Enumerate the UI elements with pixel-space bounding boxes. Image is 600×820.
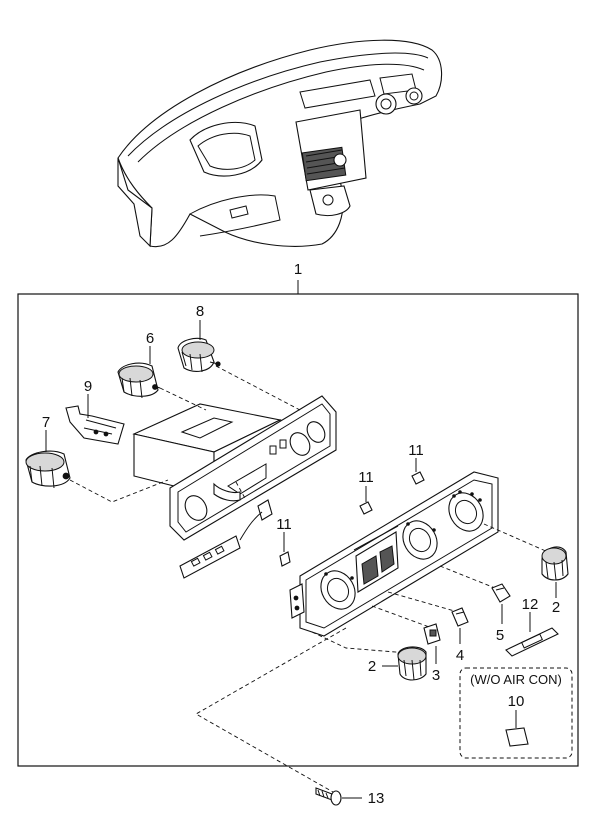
guide-3 [371,605,433,629]
callout-4: 4 [456,647,464,664]
part-8-switch [177,337,221,373]
callout-3: 3 [432,667,440,684]
callout-1: 1 [294,261,302,278]
dashboard-illustration [117,39,443,248]
variant-label: (W/O AIR CON) [470,672,562,687]
guide-4 [387,591,459,613]
guide-8 [215,365,301,411]
callout-11a: 11 [276,516,292,533]
part-6-switch [117,362,161,399]
guide-6 [159,387,207,411]
callout-5: 5 [496,627,504,644]
part-10-cap [505,727,529,747]
callout-2a: 2 [368,658,376,675]
part-9-board [65,405,125,445]
callout-10: 10 [508,693,525,710]
assembly-frame [17,293,579,767]
switch-strip [179,499,273,579]
callout-12: 12 [522,596,539,613]
part-11-clip-b [359,501,373,515]
callout-8: 8 [196,303,204,320]
part-11-clip-a [279,551,291,567]
callout-6: 6 [146,330,154,347]
callout-11b: 11 [358,469,374,486]
part-12-plate [505,627,559,657]
part-3-button [423,623,441,645]
callout-7: 7 [42,414,50,431]
callout-13: 13 [368,790,385,807]
callout-9: 9 [84,378,92,395]
front-bezel [169,395,337,541]
part-7-switch [25,450,71,489]
callout-11c: 11 [408,442,424,459]
part-5-button [491,583,511,603]
guide-7 [69,479,169,503]
callout-2b: 2 [552,599,560,616]
part-2-knob-left [397,646,427,681]
guide-bezel [235,481,247,501]
heater-control-panel [289,471,499,637]
part-13-screw [315,787,342,806]
guide-5 [439,565,501,591]
guide-knob-right [483,523,549,553]
part-4-button [451,607,469,627]
part-11-clip-c [411,471,425,485]
guide-knob-left [311,631,421,655]
part-2-knob-right [541,546,569,581]
guide-13 [195,627,347,797]
variant-inset: (W/O AIR CON) 10 [459,667,573,759]
